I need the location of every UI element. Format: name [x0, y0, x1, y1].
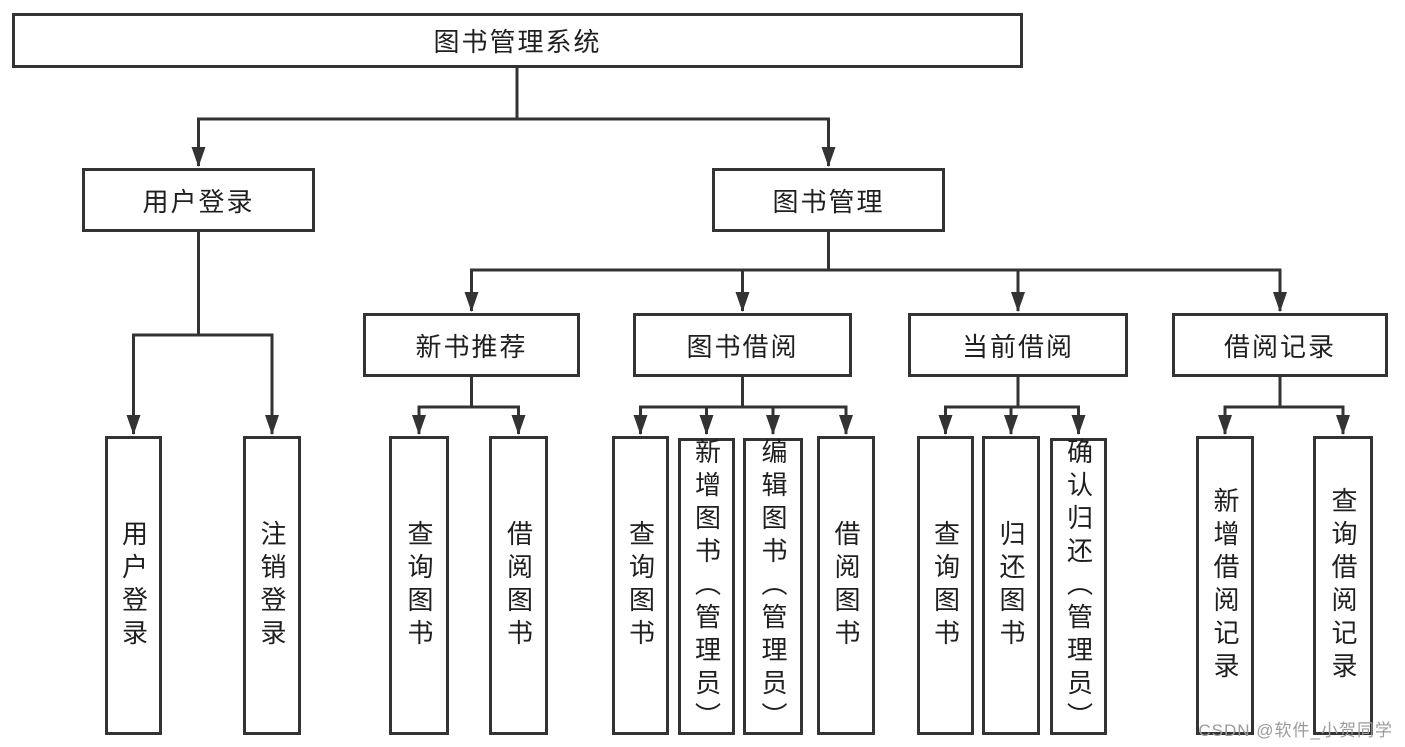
leaf-edit-books-admin: 编辑图书（管理员） [743, 438, 803, 735]
leaf-return-books: 归还图书 [982, 436, 1040, 735]
node-label: 图书管理系统 [433, 27, 602, 57]
node-label: 当前借阅 [961, 331, 1074, 362]
leaf-add-borrow-record: 新增借阅记录 [1196, 436, 1254, 735]
leaf-confirm-return-admin: 确认归还（管理员） [1050, 438, 1107, 735]
node-borrowing-records: 借阅记录 [1172, 313, 1388, 377]
node-label: 新书推荐 [415, 331, 528, 362]
leaf-label: 注销登录 [257, 519, 287, 652]
node-label: 用户登录 [142, 186, 255, 217]
csdn-watermark: CSDN @软件_小贺同学 [1198, 721, 1393, 740]
leaf-logout: 注销登录 [243, 436, 301, 735]
leaf-borrow-books-borrowing: 借阅图书 [817, 436, 875, 735]
leaf-label: 确认归还（管理员） [1063, 438, 1094, 735]
node-label: 图书管理 [772, 186, 885, 217]
leaf-label: 新增借阅记录 [1210, 486, 1240, 685]
leaf-query-borrow-record: 查询借阅记录 [1313, 436, 1373, 735]
node-library-management-system: 图书管理系统 [12, 13, 1023, 68]
node-book-borrowing: 图书借阅 [633, 313, 852, 377]
leaf-label: 借阅图书 [831, 519, 861, 652]
leaf-label: 编辑图书（管理员） [758, 438, 788, 735]
leaf-label: 归还图书 [996, 519, 1026, 652]
leaf-user-login: 用户登录 [105, 436, 162, 735]
node-current-borrowing: 当前借阅 [908, 313, 1128, 377]
leaf-label: 查询图书 [930, 519, 961, 652]
leaf-label: 查询借阅记录 [1328, 486, 1358, 685]
leaf-query-books-recommend: 查询图书 [389, 436, 449, 735]
node-book-management: 图书管理 [712, 168, 945, 232]
leaf-query-books-current: 查询图书 [917, 436, 974, 735]
leaf-label: 借阅图书 [503, 519, 534, 652]
node-label: 借阅记录 [1223, 331, 1336, 362]
leaf-add-books-admin: 新增图书（管理员） [678, 438, 735, 735]
leaf-label: 查询图书 [625, 519, 656, 652]
node-new-book-recommend: 新书推荐 [363, 313, 580, 377]
node-user-login: 用户登录 [82, 168, 315, 232]
leaf-label: 用户登录 [118, 519, 149, 652]
leaf-label: 新增图书（管理员） [691, 438, 722, 735]
leaf-borrow-books-recommend: 借阅图书 [489, 436, 548, 735]
leaf-label: 查询图书 [404, 519, 434, 652]
leaf-query-books-borrowing: 查询图书 [612, 436, 669, 735]
node-label: 图书借阅 [686, 331, 799, 362]
